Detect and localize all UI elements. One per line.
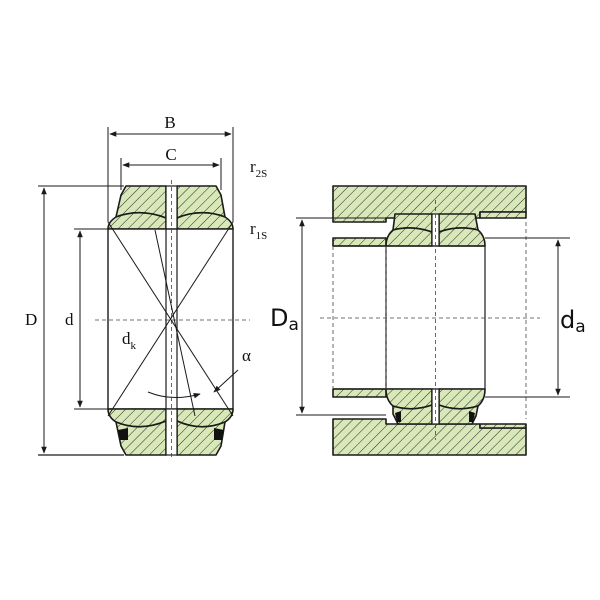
mount-inner-ring-top bbox=[385, 227, 433, 247]
seal-bottom-left bbox=[118, 428, 128, 440]
label-D: D bbox=[25, 310, 37, 329]
label-alpha: α bbox=[242, 346, 251, 365]
shaft-strip-bottom bbox=[332, 388, 387, 398]
dk-diagonal-2 bbox=[107, 221, 234, 417]
label-Da: Da bbox=[270, 304, 299, 335]
outer-ring-bottom-left bbox=[115, 420, 167, 456]
label-C: C bbox=[165, 145, 176, 164]
inner-ring-top-left bbox=[107, 211, 167, 230]
seal-bottom-right bbox=[214, 428, 224, 440]
label-dk: dk bbox=[122, 329, 137, 352]
mount-seal-right bbox=[469, 411, 475, 422]
outer-ring-bottom-right bbox=[176, 420, 226, 456]
shaft-strip-top bbox=[332, 237, 387, 247]
inner-ring-top-right bbox=[176, 211, 234, 230]
housing-shoulder-bottom bbox=[479, 423, 527, 429]
alpha-leader bbox=[213, 369, 239, 393]
label-d: d bbox=[65, 310, 74, 329]
tilt-line bbox=[154, 229, 196, 417]
mount-inner-ring-top-r bbox=[438, 227, 486, 247]
label-da: da bbox=[560, 306, 586, 337]
mount-seal-left bbox=[395, 411, 401, 422]
right-mounting-view: Da da bbox=[270, 185, 586, 456]
label-r1s: r1S bbox=[250, 219, 267, 242]
mount-outer-ring-bottom-r bbox=[438, 404, 479, 425]
label-B: B bbox=[164, 113, 175, 132]
left-bearing-view: B C r2S r1S D d dk α bbox=[25, 113, 267, 460]
tilt-arc bbox=[147, 391, 201, 399]
housing-shoulder-top bbox=[479, 211, 527, 219]
mount-outer-ring-bottom bbox=[392, 404, 433, 425]
label-r2s: r2S bbox=[250, 157, 267, 180]
